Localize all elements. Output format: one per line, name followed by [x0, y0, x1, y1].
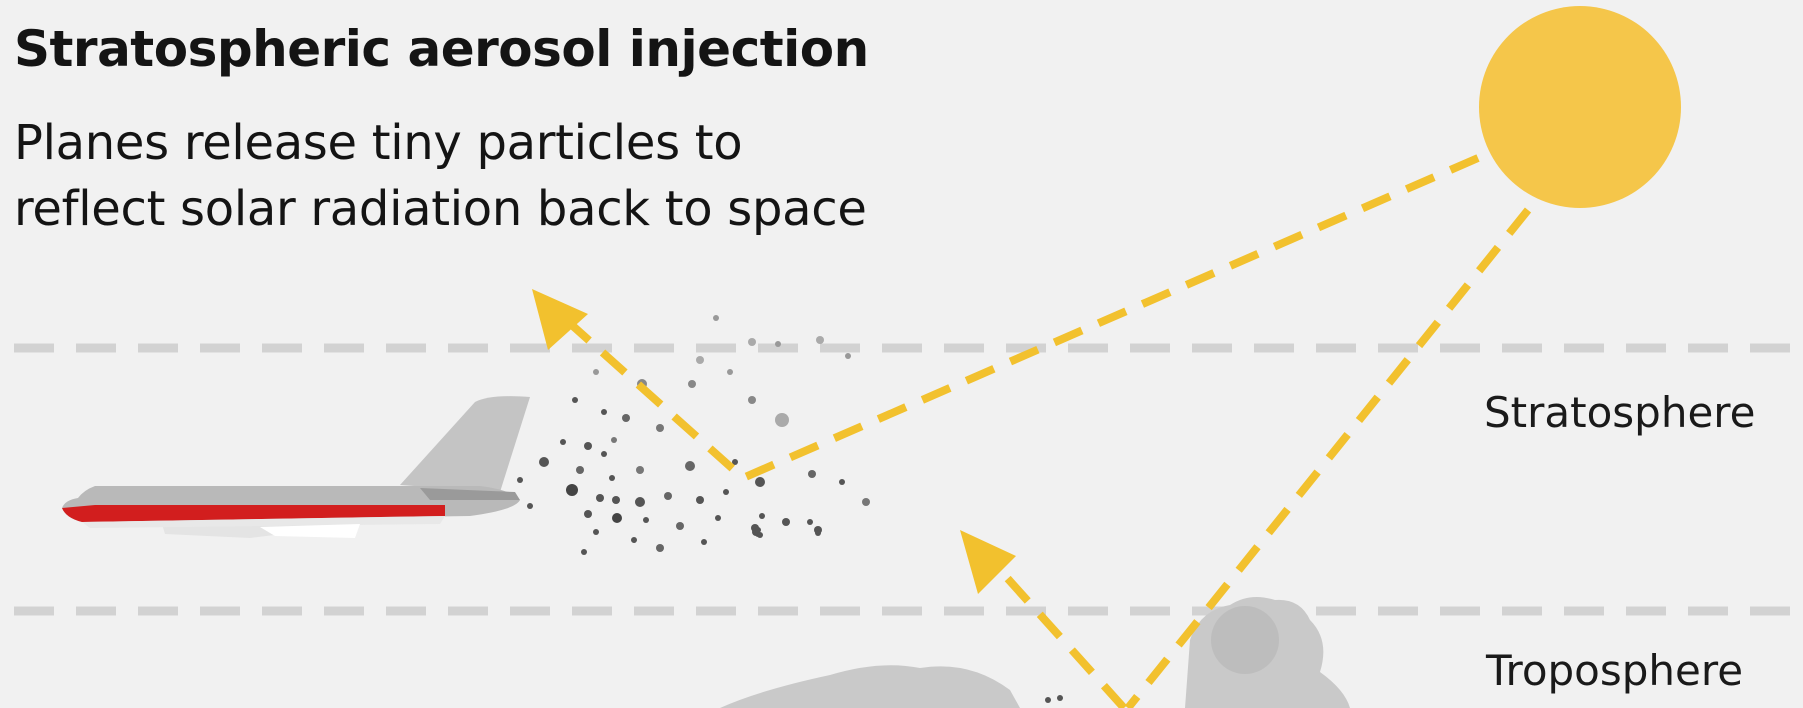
reflected-radiation-rays: [552, 154, 1532, 708]
sun-icon: [1479, 6, 1681, 208]
arrowhead-aerosol-ray: [532, 289, 588, 350]
plane-icon: [62, 396, 530, 538]
arrowhead-cloud-ray: [960, 530, 1016, 594]
stratosphere-label: Stratosphere: [1480, 388, 1760, 437]
subtitle-line-1: Planes release tiny particles to: [14, 115, 743, 171]
troposphere-label: Troposphere: [1482, 646, 1748, 695]
subtitle-line-2: reflect solar radiation back to space: [14, 181, 867, 237]
diagram-subtitle: Planes release tiny particles to reflect…: [14, 110, 867, 242]
diagram-title: Stratospheric aerosol injection: [14, 20, 869, 78]
ray-reflected-by-clouds: [1124, 207, 1532, 708]
cloud-icon: [720, 596, 1350, 708]
ray-reflected-up-from-clouds: [979, 547, 1127, 708]
aerosol-particles: [517, 315, 1063, 703]
ray-reflected-by-aerosols: [552, 154, 1480, 483]
